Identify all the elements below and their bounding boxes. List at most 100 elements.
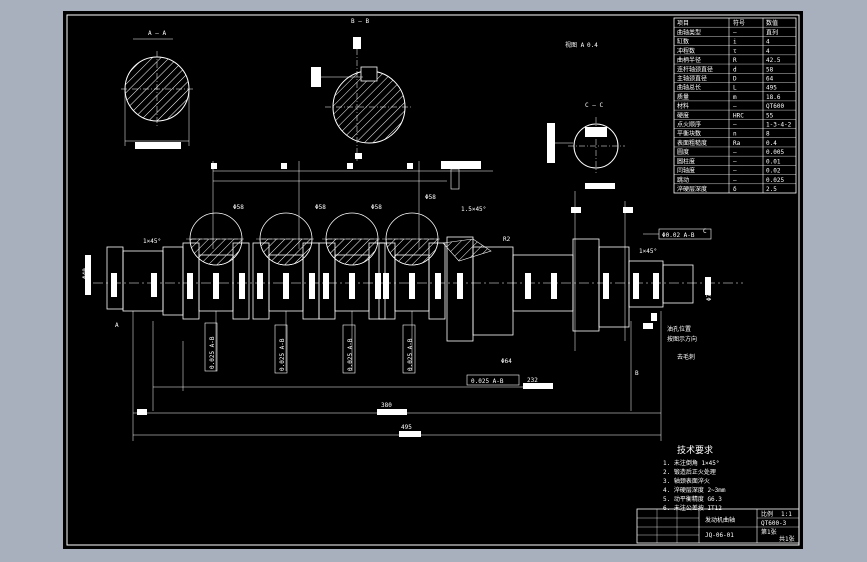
chamfer-mid: 1.5×45° [461,206,486,213]
table-cell: 主轴颈直径 [677,74,707,82]
table-cell: 圆度 [677,148,689,156]
table-cell: 平衡块数 [677,130,701,138]
section-c-c: C — C [547,102,625,173]
tech-req-item: 5. 动平衡精度 G6.3 [663,495,722,503]
dim-marker [349,273,355,299]
pin-dia-1: Φ58 [233,204,244,211]
table-cell: 曲柄半径 [677,56,701,64]
table-header-cell: 数值 [766,19,778,27]
table-cell: 曲轴类型 [677,28,701,36]
title-sheet: 第1张 [761,528,777,536]
note-right-2: 按图示方向 [667,335,697,343]
roughness-mark: 0.4 [587,42,598,49]
chamfer-left: 1×45° [143,238,161,245]
dim-marker [375,273,381,299]
dim-marker [407,163,413,169]
runout-text-4: 0.025 A-B [407,338,414,371]
dim-marker [309,273,315,299]
table-cell: 8 [766,131,770,138]
datum-c: C [703,228,707,235]
section-c-label: C — C [585,102,603,109]
table-cell: 圆柱度 [677,157,695,165]
tech-req-item: 3. 轴颈表面淬火 [663,477,710,485]
dim-marker [281,163,287,169]
chamfer-right: 1×45° [639,248,657,255]
table-cell: 缸数 [677,38,689,46]
title-block: 发动机曲轴 JQ-06-01 比例 1:1 QT600-3 第1张 共1张 [636,508,800,544]
dim-marker [257,273,263,299]
runout-text-main: 0.025 A-B [471,378,504,385]
note-right-3: 去毛刺 [677,353,695,361]
section-b-label: B — B [351,18,369,25]
pin-dia-3: Φ58 [371,204,382,211]
tech-req-item: 1. 未注倒角 1×45° [663,459,720,467]
table-cell: 0.4 [766,140,777,147]
table-cell: 42.5 [766,57,781,64]
right-notes: 油孔位置 按图示方向 去毛刺 [643,313,697,361]
table-cell: — [733,103,737,110]
table-cell: 连杆轴颈直径 [677,65,713,73]
dim-marker [347,163,353,169]
title-scale-value: 1:1 [781,511,792,518]
dim-marker [383,273,389,299]
pin-dia-2: Φ58 [315,204,326,211]
title-quantity: 共1张 [779,535,795,543]
title-scale-label: 比例 [761,510,773,518]
table-cell: d [733,66,737,73]
spacer-dia: Φ64 [501,358,512,365]
table-cell: 4 [766,48,770,55]
dim-marker [187,273,193,299]
table-cell: — [733,149,737,156]
dim-partial: 232 [527,377,538,384]
tech-req-title: 技术要求 [677,444,713,456]
datum-b: B [635,370,639,377]
view-label: 视图 A [565,41,585,49]
dim-marker [283,273,289,299]
note-right-1: 油孔位置 [667,325,691,333]
table-cell: 冲程数 [677,47,695,55]
section-a-label: A — A [148,30,166,37]
runout-text-1: 0.025 A-B [209,336,216,369]
crank-pin-hatch [325,238,379,266]
dim-marker [211,163,217,169]
table-cell: 64 [766,75,774,82]
table-cell: 4 [766,39,770,46]
dim-marker [239,273,245,299]
table-cell: — [733,177,737,184]
dim-marker [323,273,329,299]
radius-r2: R2 [503,236,511,243]
table-cell: 0.005 [766,149,784,156]
table-cell: n [733,131,737,138]
title-part-name: 发动机曲轴 [705,516,735,524]
dim-mid: 380 [381,402,392,409]
crankshaft-main-view [85,161,743,441]
table-cell: 18.6 [766,94,781,101]
table-cell: — [733,158,737,165]
table-cell: 58 [766,66,774,73]
dim-total: 495 [401,424,412,431]
runout-boxes: 0.025 A-B 0.025 A-B 0.025 A-B 0.025 A-B … [204,322,520,386]
table-cell: δ [733,186,737,193]
table-cell: — [733,122,737,129]
pin-dia-4: Φ58 [425,194,436,201]
coax-text: Φ0.02 A-B [662,232,695,239]
runout-text-2: 0.025 A-B [279,338,286,371]
tech-req-item: 4. 淬硬层深度 2~3mm [663,486,726,494]
crank-pin-hatch [385,238,439,266]
table-cell: 表面粗糙度 [677,139,707,147]
table-cell: 曲轴总长 [677,84,701,92]
table-cell: HRC [733,112,744,119]
coax-callout: Φ0.02 A-B [643,228,712,240]
right-diameter: Φ70 [706,290,713,301]
table-cell: 材料 [677,102,689,110]
table-cell: 2.5 [766,186,777,193]
table-cell: 495 [766,85,777,92]
table-cell: τ [733,48,737,55]
runout-text-3: 0.025 A-B [347,338,354,371]
table-cell: D [733,75,737,82]
tech-req-item: 2. 锻造后正火处理 [663,468,716,476]
table-cell: QT600 [766,103,784,110]
table-cell: 跳动 [677,176,689,184]
